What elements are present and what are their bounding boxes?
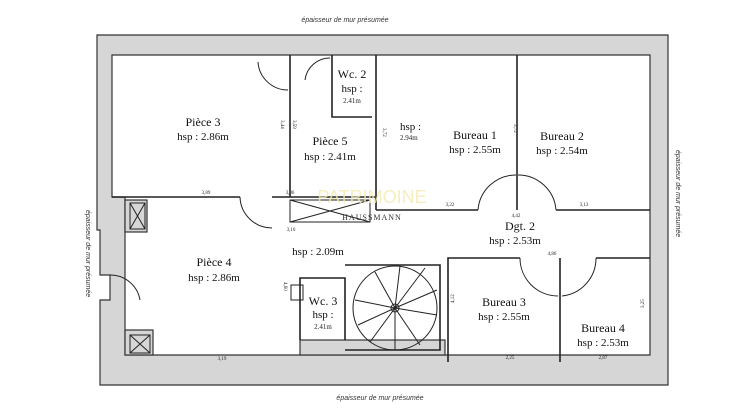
room-piece4-name: Pièce 4 bbox=[197, 255, 232, 269]
room-wc3-hsp: hsp : bbox=[312, 309, 333, 321]
room-piece3-name: Pièce 3 bbox=[186, 115, 221, 129]
dimension-label: 4,86 bbox=[548, 252, 557, 257]
room-labels: Pièce 3 hsp : 2.86m Pièce 5 hsp : 2.41m … bbox=[177, 67, 629, 349]
dimension-label: 3,25 bbox=[641, 299, 646, 308]
room-wc3-name: Wc. 3 bbox=[309, 294, 338, 308]
wall-note-right: épaisseur de mur présumée bbox=[674, 150, 681, 237]
room-piece3-hsp: hsp : 2.86m bbox=[177, 131, 229, 143]
spiral-staircase bbox=[352, 265, 438, 351]
watermark-main: PATRIMOINE bbox=[317, 187, 426, 207]
room-wc2-height: 2.41m bbox=[343, 97, 361, 105]
watermark-sub: HAUSSMANN bbox=[342, 213, 402, 222]
room-bureau4-name: Bureau 4 bbox=[581, 321, 625, 335]
dimension-label: 3,22 bbox=[446, 203, 455, 208]
room-bureau2-name: Bureau 2 bbox=[540, 129, 584, 143]
room-bureau4-hsp: hsp : 2.53m bbox=[577, 337, 629, 349]
dimension-label: 3,19 bbox=[218, 357, 227, 362]
room-wc3-height: 2.41m bbox=[314, 323, 332, 331]
room-bureau1-name: Bureau 1 bbox=[453, 128, 497, 142]
dimension-label: 4,60 bbox=[282, 282, 287, 291]
room-bureau3-name: Bureau 3 bbox=[482, 295, 526, 309]
room-bureau3-hsp: hsp : 2.55m bbox=[478, 311, 530, 323]
room-hall-hsp: hsp : 2.09m bbox=[292, 246, 344, 258]
room-bureau1-hsp: hsp : 2.55m bbox=[449, 144, 501, 156]
dimension-label: 3,13 bbox=[580, 203, 589, 208]
room-anteroom-hsp: hsp : bbox=[400, 121, 421, 133]
wall-note-bottom: épaisseur de mur présumée bbox=[336, 395, 423, 402]
room-piece5-name: Pièce 5 bbox=[313, 134, 348, 148]
dimension-label: 3,59 bbox=[291, 120, 296, 129]
dimension-label: 4,12 bbox=[451, 294, 456, 303]
wall-note-left: épaisseur de mur présumée bbox=[84, 210, 91, 297]
room-bureau2-hsp: hsp : 2.54m bbox=[536, 145, 588, 157]
room-dgt2-hsp: hsp : 2.53m bbox=[489, 235, 541, 247]
room-wc2-hsp: hsp : bbox=[341, 83, 362, 95]
dimension-label: 3,16 bbox=[287, 228, 296, 233]
partitions bbox=[112, 55, 650, 362]
dimension-label: 3,89 bbox=[202, 191, 211, 196]
watermark-logo: PATRIMOINE HAUSSMANN bbox=[317, 187, 426, 222]
dimension-label: 3,72 bbox=[381, 128, 386, 137]
dimension-labels: 3,89 3,06 3,16 3,22 3,13 4,42 4,86 3,44 … bbox=[202, 120, 646, 362]
room-piece5-hsp: hsp : 2.41m bbox=[304, 151, 356, 163]
doors bbox=[109, 57, 597, 301]
dimension-label: 4,42 bbox=[512, 214, 521, 219]
wall-note-top: épaisseur de mur présumée bbox=[301, 17, 388, 24]
room-dgt2-name: Dgt. 2 bbox=[505, 219, 535, 233]
dimension-label: 2,87 bbox=[599, 356, 608, 361]
dimension-label: 2,25 bbox=[506, 356, 515, 361]
room-piece4-hsp: hsp : 2.86m bbox=[188, 272, 240, 284]
dimension-label: 3,72 bbox=[512, 124, 517, 133]
room-wc2-name: Wc. 2 bbox=[338, 67, 367, 81]
dimension-label: 3,44 bbox=[279, 120, 284, 129]
dimension-label: 3,06 bbox=[286, 191, 295, 196]
room-anteroom-height: 2.94m bbox=[400, 134, 418, 142]
